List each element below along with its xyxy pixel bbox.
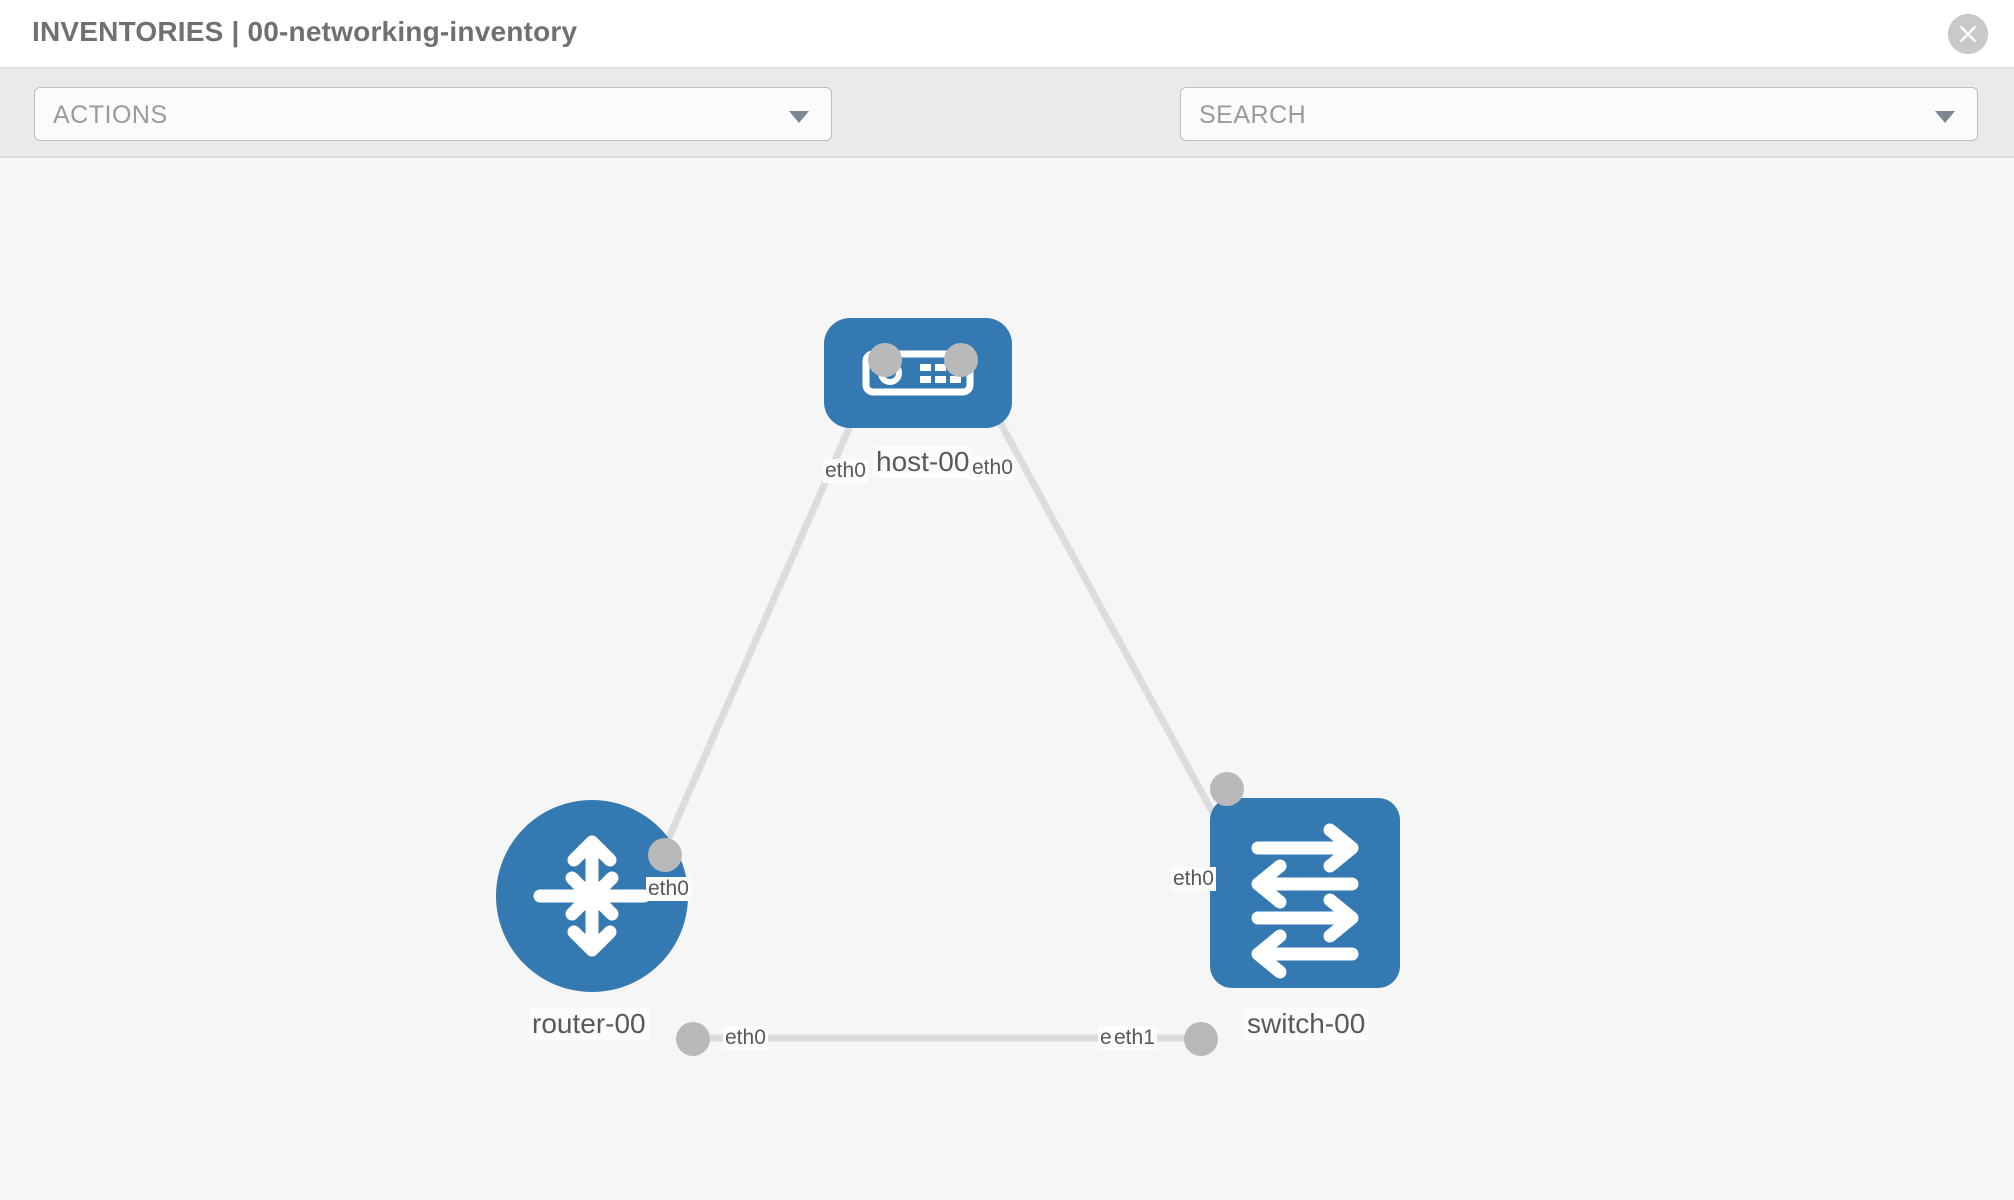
port-label-host-left: eth0 <box>823 459 868 483</box>
node-label-router-00: router-00 <box>529 1008 649 1040</box>
port-label-host-right: eth0 <box>970 456 1015 480</box>
connector-switch-mid <box>1184 1022 1218 1056</box>
page-title: INVENTORIES | 00-networking-inventory <box>32 16 578 47</box>
close-icon[interactable] <box>1948 14 1988 54</box>
node-label-host-00: host-00 <box>873 446 973 478</box>
connector-router-up <box>648 838 682 872</box>
connector-router-mid <box>676 1022 710 1056</box>
node-host-00[interactable] <box>824 318 1012 428</box>
port-label-router-mid: eth0 <box>723 1026 768 1050</box>
link-host-switch <box>961 356 1236 850</box>
actions-dropdown-label: ACTIONS <box>53 101 168 129</box>
connector-host-left <box>868 343 902 377</box>
page-header: INVENTORIES | 00-networking-inventory <box>0 0 2014 69</box>
link-router-host <box>656 356 884 860</box>
connector-switch-up <box>1210 772 1244 806</box>
toolbar: ACTIONS SEARCH <box>0 69 2014 201</box>
topology-links <box>656 356 1236 1042</box>
chevron-down-icon[interactable] <box>1935 111 1955 123</box>
topology-canvas[interactable]: eth0 eth0 eth0 eth0 eth0 eth eth1 host-0… <box>0 158 2014 1200</box>
search-input[interactable]: SEARCH <box>1180 87 1978 141</box>
chevron-down-icon <box>789 111 809 123</box>
port-label-switch-up: eth0 <box>1171 867 1216 891</box>
connector-host-right <box>944 343 978 377</box>
port-label-switch-mid-b: eth1 <box>1112 1026 1157 1050</box>
node-label-switch-00: switch-00 <box>1244 1008 1369 1040</box>
actions-dropdown[interactable]: ACTIONS <box>34 87 832 141</box>
node-switch-00[interactable] <box>1210 798 1400 988</box>
port-label-router-up: eth0 <box>646 877 691 901</box>
search-placeholder: SEARCH <box>1199 101 1307 129</box>
